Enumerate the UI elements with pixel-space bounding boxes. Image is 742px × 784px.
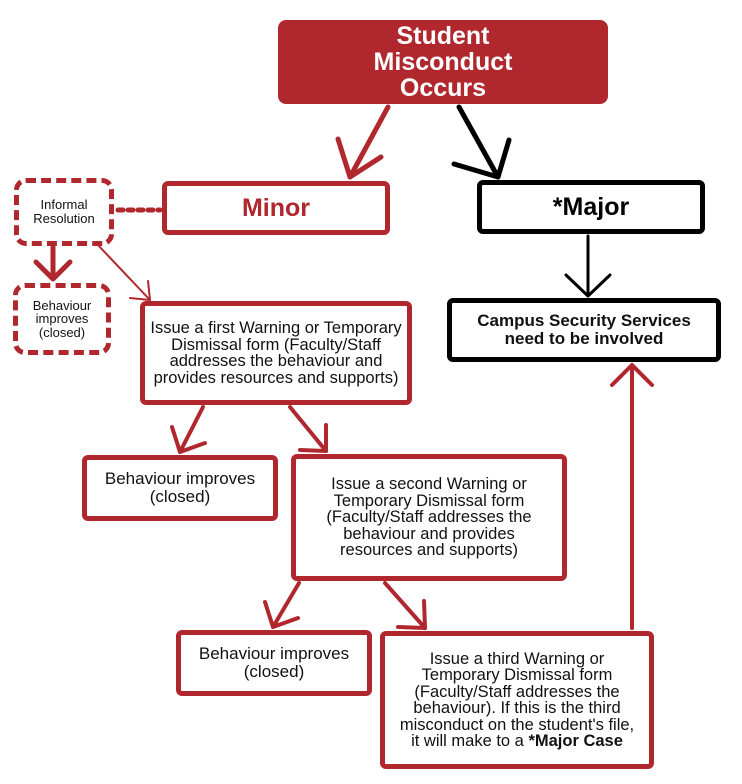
- informal-label: Informal Resolution: [33, 197, 95, 226]
- minor-label: Minor: [241, 193, 311, 222]
- arrow-informal-to-first: [96, 243, 151, 301]
- minor-node: Minor: [162, 181, 390, 235]
- arrow-first-to-improves1: [170, 405, 207, 454]
- improves-small-label: Behaviour improves (closed): [32, 297, 92, 340]
- security-label: Campus Security Services need to be invo…: [477, 311, 691, 348]
- campus-security-node: Campus Security Services need to be invo…: [447, 298, 721, 362]
- second-warning-node: Issue a second Warning or Temporary Dism…: [291, 454, 567, 581]
- third-warning-label: Issue a third Warning or Temporary Dismi…: [399, 649, 635, 750]
- behaviour-improves-informal-node: Behaviour improves (closed): [13, 283, 111, 355]
- start-node: Student Misconduct Occurs: [278, 20, 608, 104]
- third-warning-text: Issue a third Warning or Temporary Dismi…: [394, 649, 640, 750]
- behaviour-improves-first-node: Behaviour improves (closed): [82, 455, 278, 521]
- arrow-major-to-security: [564, 234, 612, 298]
- improves1-label: Behaviour improves (closed): [104, 469, 265, 506]
- arrow-start-to-minor: [335, 104, 391, 180]
- third-warning-node: Issue a third Warning or Temporary Dismi…: [380, 631, 654, 769]
- arrow-informal-to-improves: [33, 244, 73, 282]
- arrow-third-to-security: [610, 363, 654, 630]
- major-node: *Major: [477, 180, 705, 234]
- behaviour-improves-second-node: Behaviour improves (closed): [176, 630, 372, 696]
- first-warning-label: Issue a first Warning or Temporary Dismi…: [150, 319, 402, 387]
- informal-resolution-node: Informal Resolution: [14, 178, 114, 246]
- arrow-second-to-improves2: [263, 581, 301, 629]
- arrow-second-to-third: [383, 581, 427, 630]
- major-case-label: *Major Case: [528, 732, 623, 750]
- start-label: Student Misconduct Occurs: [373, 21, 513, 103]
- first-warning-node: Issue a first Warning or Temporary Dismi…: [140, 301, 412, 405]
- major-label: *Major: [552, 192, 630, 221]
- arrow-start-to-major: [451, 104, 512, 180]
- improves2-label: Behaviour improves (closed): [198, 644, 359, 681]
- arrow-first-to-second: [288, 405, 328, 453]
- second-warning-label: Issue a second Warning or Temporary Dism…: [326, 475, 532, 560]
